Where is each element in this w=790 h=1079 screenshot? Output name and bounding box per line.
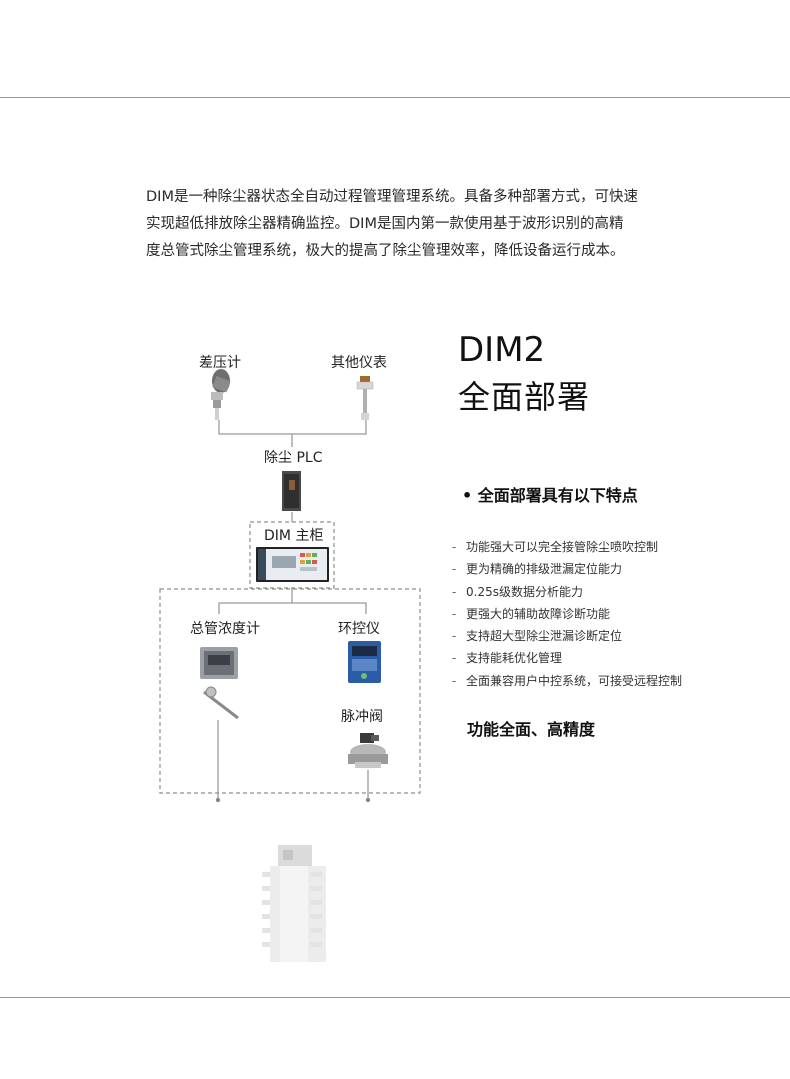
plc-label: 除尘 PLC [264,450,323,466]
list-item: -功能强大可以完全接管除尘喷吹控制 [452,540,659,554]
pressure-gauge-label: 差压计 [199,355,241,371]
concentration-meter-label: 总管浓度计 [190,621,260,637]
dim-monitor-icon [256,547,329,582]
top-divider [0,97,790,98]
product-subtitle: 全面部署 [458,378,591,416]
env-controller-label: 环控仪 [338,621,380,637]
env-controller-icon [348,641,381,683]
plc-cabinet-icon [282,471,301,511]
list-item: -更为精确的排级泄漏定位能力 [452,562,623,577]
main-cabinet-label: DIM 主柜 [264,528,324,544]
intro-line: 实现超低排放除尘器精确监控。DIM是国内第一款使用基于波形识别的高精 [146,216,624,232]
features-heading: • 全面部署具有以下特点 [462,486,638,505]
pressure-gauge-icon [211,369,231,420]
concentration-meter-icon [200,647,239,720]
summary-text: 功能全面、高精度 [467,720,596,739]
dust-collector-icon [262,845,326,962]
product-title: DIM2 [458,330,546,370]
feature-list: -功能强大可以完全接管除尘喷吹控制 -更为精确的排级泄漏定位能力 -0.25s级… [452,536,682,692]
pulse-valve-label: 脉冲阀 [341,709,383,725]
intro-paragraph: DIM是一种除尘器状态全自动过程管理管理系统。具备多种部署方式，可快速 实现超低… [146,184,666,265]
intro-line: DIM是一种除尘器状态全自动过程管理管理系统。具备多种部署方式，可快速 [146,189,638,205]
list-item: -0.25s级数据分析能力 [452,584,583,599]
pulse-valve-icon [348,733,388,768]
bottom-divider [0,997,790,998]
list-item: -全面兼容用户中控系统，可接受远程控制 [452,673,683,688]
list-item: -支持能耗优化管理 [452,651,563,666]
intro-line: 度总管式除尘管理系统，极大的提高了除尘管理效率，降低设备运行成本。 [146,243,625,259]
other-instruments-label: 其他仪表 [331,355,387,371]
other-instrument-icon [356,376,374,420]
list-item: -支持超大型除尘泄漏诊断定位 [452,629,623,644]
list-item: -更强大的辅助故障诊断功能 [452,606,611,621]
